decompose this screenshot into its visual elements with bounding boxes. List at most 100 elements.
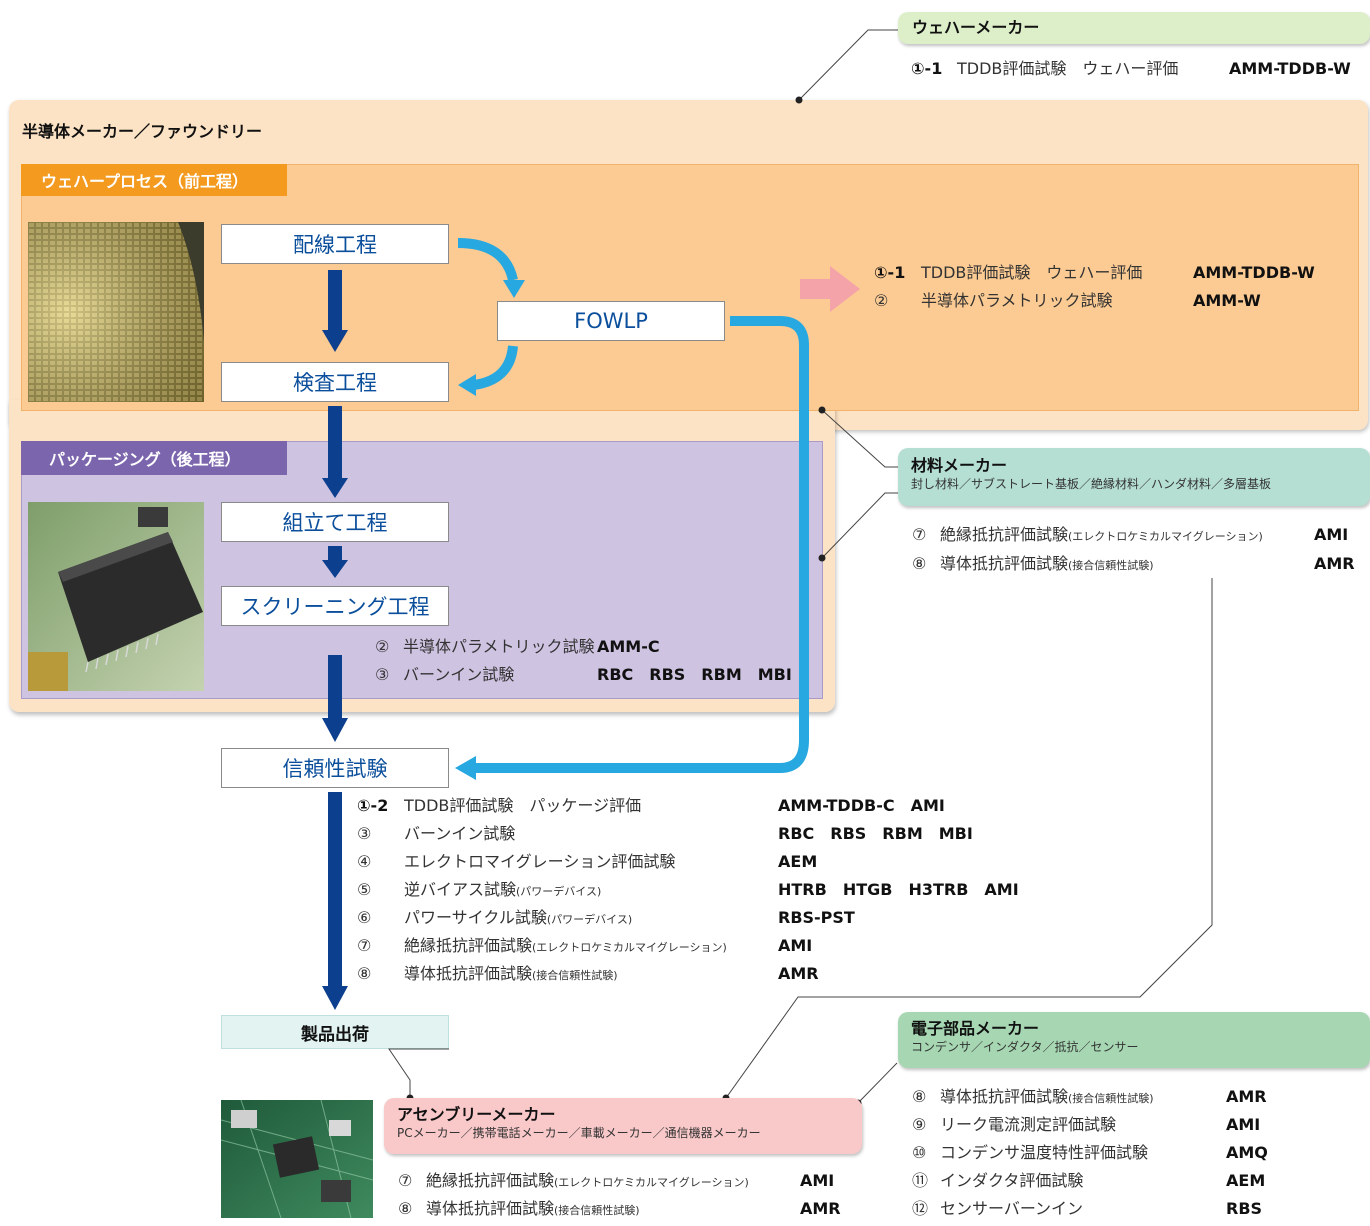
test-name: 絶縁抵抗評価試験 [426, 1171, 555, 1190]
test-code: AMM-C [597, 637, 660, 656]
packaging-tag: パッケージング（後工程） [21, 441, 287, 475]
assembly-test-row: ⑦ 絶縁抵抗評価試験(エレクトロケミカルマイグレーション) AMI [398, 1172, 858, 1198]
test-note: (パワーデバイス) [516, 885, 602, 898]
test-name: バーンイン試験 [403, 665, 515, 684]
electronic-test-list: ⑧ 導体抵抗評価試験(接合信頼性試験) AMR ⑨ リーク電流測定評価試験 AM… [912, 1088, 1362, 1218]
electronic-maker-title: 電子部品メーカー [911, 1019, 1040, 1038]
test-number: ⑦ [357, 936, 372, 955]
test-number: ⑧ [912, 554, 927, 573]
test-code: AEM [1226, 1171, 1266, 1190]
test-name: リーク電流測定評価試験 [940, 1115, 1117, 1134]
test-name: 導体抵抗評価試験 [426, 1199, 555, 1218]
test-name: TDDB評価試験 ウェハー評価 [921, 263, 1143, 282]
test-code: AMI [778, 936, 813, 955]
test-name: インダクタ評価試験 [940, 1171, 1084, 1190]
test-code: AMI [800, 1171, 835, 1190]
test-note: (エレクトロケミカルマイグレーション) [1068, 530, 1263, 543]
shipment-box: 製品出荷 [221, 1015, 449, 1049]
test-name: 絶縁抵抗評価試験 [404, 936, 533, 955]
test-code: RBS-PST [778, 908, 855, 927]
test-code: AMR [1226, 1087, 1267, 1106]
test-name: 半導体パラメトリック試験 [921, 291, 1113, 310]
electronic-maker-box: 電子部品メーカー コンデンサ／インダクタ／抵抗／センサー [898, 1012, 1370, 1068]
reliability-test-row: ①-2 TDDB評価試験 パッケージ評価 AMM-TDDB-C AMI [357, 797, 1057, 823]
test-code: AMR [800, 1199, 841, 1218]
test-code: AEM [778, 852, 818, 871]
wafer-maker-title: ウェハーメーカー [912, 18, 1040, 37]
test-note: (パワーデバイス) [546, 913, 633, 926]
wafer-test-row: ② 半導体パラメトリック試験 AMM-W [874, 292, 1354, 318]
test-number: ⑪ [912, 1171, 929, 1190]
material-test-row: ⑧ 導体抵抗評価試験(接合信頼性試験) AMR [912, 555, 1362, 581]
test-name: センサーバーンイン [940, 1199, 1084, 1218]
wafer-maker-box: ウェハーメーカー [898, 12, 1370, 44]
test-number: ①-2 [357, 796, 389, 815]
packaging-test-row: ② 半導体パラメトリック試験 AMM-C [375, 638, 795, 664]
test-code: AMM-TDDB-W [1229, 59, 1351, 78]
test-code: HTRB HTGB H3TRB AMI [778, 880, 1019, 899]
electronic-test-row: ⑩ コンデンサ温度特性評価試験 AMQ [912, 1144, 1362, 1170]
test-name: バーンイン試験 [404, 824, 516, 843]
test-name: TDDB評価試験 ウェハー評価 [957, 59, 1179, 78]
reliability-test-row: ④ エレクトロマイグレーション評価試験 AEM [357, 853, 1057, 879]
test-note: (接合信頼性試験) [554, 1204, 640, 1217]
test-name: 絶縁抵抗評価試験 [940, 525, 1069, 544]
test-code: AMI [1314, 525, 1349, 544]
test-code: AMQ [1226, 1143, 1268, 1162]
test-name: 導体抵抗評価試験 [940, 554, 1069, 573]
test-number: ④ [357, 852, 372, 871]
electronic-test-row: ⑫ センサーバーンイン RBS [912, 1200, 1362, 1226]
test-number: ⑩ [912, 1143, 927, 1162]
test-number: ③ [375, 665, 390, 684]
test-number: ⑧ [912, 1087, 927, 1106]
inspection-process-box: 検査工程 [221, 362, 449, 402]
material-test-row: ⑦ 絶縁抵抗評価試験(エレクトロケミカルマイグレーション) AMI [912, 526, 1362, 552]
test-number: ② [874, 291, 889, 310]
packaging-test-row: ③ バーンイン試験 RBC RBS RBM MBI [375, 666, 795, 692]
material-maker-box: 材料メーカー 封し材料／サブストレート基板／絶縁材料／ハンダ材料／多層基板 [898, 448, 1370, 506]
test-number: ⑫ [912, 1199, 929, 1218]
assembly-maker-subtitle: PCメーカー／携帯電話メーカー／車載メーカー／通信機器メーカー [397, 1126, 761, 1140]
test-number: ⑤ [357, 880, 372, 899]
reliability-test-row: ⑥ パワーサイクル試験(パワーデバイス) RBS-PST [357, 909, 1057, 935]
test-code: AMM-TDDB-W [1193, 263, 1315, 282]
test-number: ①-1 [874, 263, 906, 282]
assembly-maker-box: アセンブリーメーカー PCメーカー／携帯電話メーカー／車載メーカー／通信機器メー… [384, 1098, 862, 1154]
pcb-photo [221, 1100, 373, 1218]
chip-photo [28, 502, 204, 691]
test-number: ⑧ [357, 964, 372, 983]
reliability-test-list: ①-2 TDDB評価試験 パッケージ評価 AMM-TDDB-C AMI ③ バー… [357, 797, 1057, 997]
test-note: (エレクトロケミカルマイグレーション) [554, 1176, 749, 1189]
material-maker-title: 材料メーカー [911, 456, 1008, 475]
assembly-maker-title: アセンブリーメーカー [397, 1105, 556, 1124]
test-number: ③ [357, 824, 372, 843]
test-code: AMM-W [1193, 291, 1261, 310]
reliability-test-row: ⑦ 絶縁抵抗評価試験(エレクトロケミカルマイグレーション) AMI [357, 937, 1057, 963]
material-maker-subtitle: 封し材料／サブストレート基板／絶縁材料／ハンダ材料／多層基板 [911, 477, 1272, 491]
electronic-maker-subtitle: コンデンサ／インダクタ／抵抗／センサー [911, 1040, 1139, 1054]
wiring-process-box: 配線工程 [221, 224, 449, 264]
wafer-maker-test: ①-1 TDDB評価試験 ウェハー評価 AMM-TDDB-W [911, 60, 1370, 86]
test-number: ⑨ [912, 1115, 927, 1134]
electronic-test-row: ⑪ インダクタ評価試験 AEM [912, 1172, 1362, 1198]
test-name: エレクトロマイグレーション評価試験 [404, 852, 676, 871]
reliability-test-box: 信頼性試験 [221, 748, 449, 788]
test-code: AMM-TDDB-C AMI [778, 796, 945, 815]
test-name: コンデンサ温度特性評価試験 [940, 1143, 1149, 1162]
wafer-test-row: ①-1 TDDB評価試験 ウェハー評価 AMM-TDDB-W [874, 264, 1354, 290]
test-code: AMR [778, 964, 819, 983]
wafer-process-tag: ウェハープロセス（前工程） [21, 164, 287, 196]
wafer-photo [28, 222, 204, 402]
test-name: 導体抵抗評価試験 [940, 1087, 1069, 1106]
test-note: (接合信頼性試験) [1068, 1092, 1154, 1105]
test-code: AMR [1314, 554, 1355, 573]
test-code: RBC RBS RBM MBI [778, 824, 973, 843]
test-number: ⑦ [912, 525, 927, 544]
test-note: (接合信頼性試験) [532, 969, 618, 982]
electronic-test-row: ⑨ リーク電流測定評価試験 AMI [912, 1116, 1362, 1142]
test-name: 導体抵抗評価試験 [404, 964, 533, 983]
test-name: パワーサイクル試験 [404, 908, 547, 927]
reliability-test-row: ⑤ 逆バイアス試験(パワーデバイス) HTRB HTGB H3TRB AMI [357, 881, 1057, 907]
test-number: ①-1 [911, 59, 943, 78]
test-number: ⑧ [398, 1199, 413, 1218]
